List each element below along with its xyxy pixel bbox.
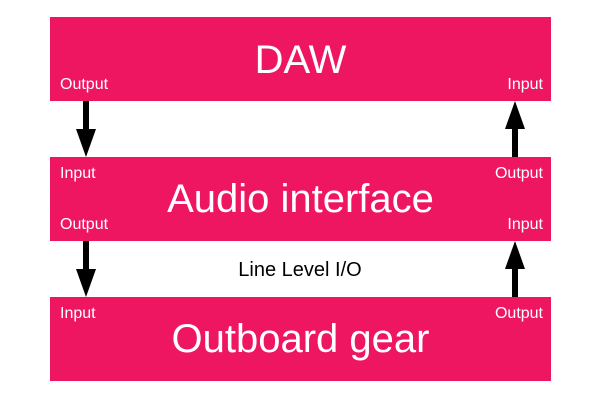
audio-interface-top-output-port-label: Output [494,165,543,182]
outboard-gear-title: Outboard gear [171,317,430,361]
arrow-audio-interface-to-outboard-gear [76,241,96,297]
daw-input-port-label: Input [507,76,543,93]
arrow-outboard-gear-to-audio-interface [505,241,525,297]
audio-interface-block: Input Output Audio interface Output Inpu… [50,157,551,241]
daw-output-port-label: Output [60,76,109,93]
daw-title: DAW [254,38,347,82]
arrow-audio-interface-to-daw [505,101,525,157]
audio-interface-bottom-output-port-label: Output [60,216,109,233]
daw-block: DAW Output Input [50,17,551,101]
audio-interface-bottom-input-port-label: Input [507,216,543,233]
arrow-daw-to-audio-interface [76,101,96,157]
line-level-io-label: Line Level I/O [238,259,362,281]
outboard-gear-output-port-label: Output [494,305,543,322]
outboard-gear-input-port-label: Input [60,305,96,322]
audio-interface-top-input-port-label: Input [60,165,96,182]
outboard-gear-block: Input Output Outboard gear [50,297,551,381]
audio-interface-title: Audio interface [167,177,434,221]
